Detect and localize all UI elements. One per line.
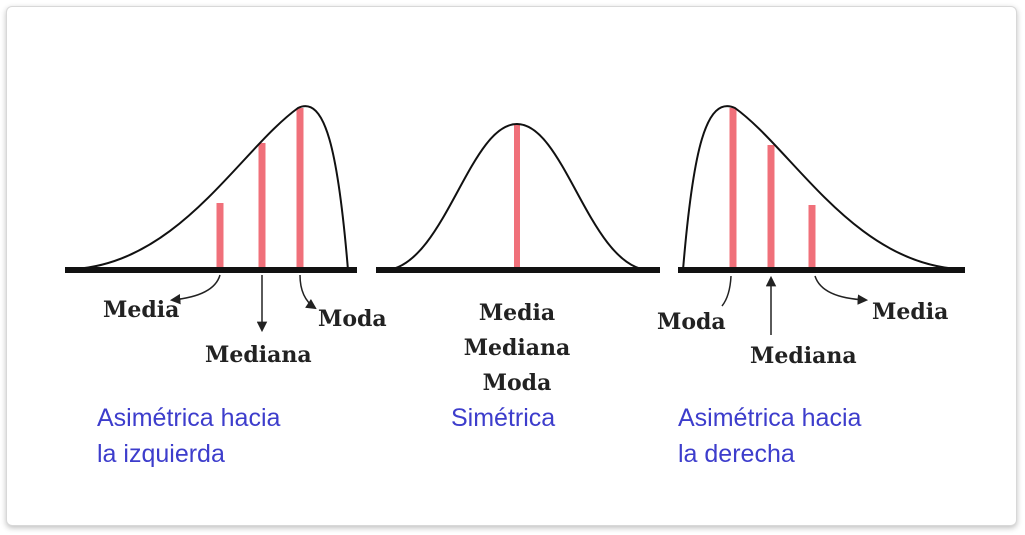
media-label-left: Media [103, 297, 179, 323]
moda-label-left: Moda [318, 306, 387, 332]
distribution-curve-left [74, 105, 349, 271]
caption-right-line2: la derecha [678, 440, 795, 468]
media-label-center: Media [479, 300, 555, 326]
caption-center: Simétrica [451, 404, 555, 432]
distribution-curve-right [682, 105, 959, 271]
panel-left-skewed: Media Mediana Moda Asimétrica hacia la i… [65, 105, 387, 468]
panel-center-symmetric: Media Mediana Moda Simétrica [376, 122, 660, 432]
panel-right-skewed: Moda Mediana Media Asimétrica hacia la d… [657, 105, 965, 468]
figure-frame [6, 6, 1017, 526]
moda-label-center: Moda [483, 370, 552, 396]
media-arrow-left [169, 274, 221, 305]
caption-left-line2: la izquierda [97, 440, 225, 468]
moda-arrow-left [299, 274, 317, 310]
moda-label-right: Moda [657, 309, 726, 335]
distribution-curve-center [387, 122, 647, 271]
mediana-label-left: Mediana [205, 342, 312, 368]
moda-arrow-right [721, 275, 732, 307]
mediana-label-center: Mediana [464, 335, 571, 361]
caption-left-line1: Asimétrica hacia [97, 404, 280, 432]
media-label-right: Media [872, 299, 948, 325]
mediana-label-right: Mediana [750, 343, 857, 369]
media-arrow-right [814, 275, 869, 305]
caption-right-line1: Asimétrica hacia [678, 404, 861, 432]
